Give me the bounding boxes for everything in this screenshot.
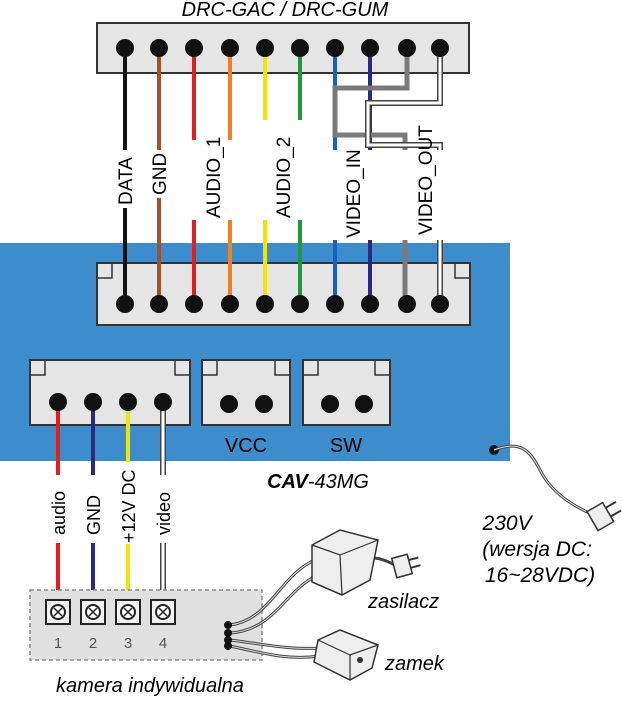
camera-connector-block [29, 359, 191, 426]
vcc-notch [202, 360, 290, 376]
terminal-number: 2 [89, 635, 97, 652]
vcc-pin-2 [255, 395, 273, 413]
supply-plug-icon [390, 553, 421, 579]
camera-wire-labels: audio GND +12V DC video [49, 469, 174, 543]
camera-label: kamera indywidualna [56, 675, 244, 696]
lock-icon [313, 629, 379, 681]
vcc-label: VCC [225, 435, 267, 457]
power-supply-icon [311, 529, 379, 596]
panel-connector-block [96, 262, 471, 326]
camera-pin-2 [84, 393, 102, 411]
panel-pin-10 [431, 295, 449, 313]
top-connector-title: DRC-GAC / DRC-GUM [182, 0, 389, 21]
lock-label: zamek [384, 653, 445, 675]
voltage-line-3: 16~28VDC) [485, 564, 595, 587]
cam-label-audio: audio [49, 491, 69, 535]
camera-pin-1 [49, 393, 67, 411]
panel-pin-1 [116, 295, 134, 313]
vcc-connector [201, 359, 291, 426]
label-audio2: AUDIO_2 [274, 137, 295, 218]
screw-cross [53, 607, 63, 617]
top-pin-8 [361, 39, 379, 57]
top-pins [116, 39, 449, 57]
cable-dot-4 [224, 642, 232, 650]
model-suffix: -43MG [308, 471, 369, 493]
label-video-out: VIDEO_OUT [416, 125, 437, 235]
label-gnd: GND [150, 153, 171, 195]
camera-connector-notch [30, 360, 190, 376]
top-pin-6 [291, 39, 309, 57]
label-video-in: VIDEO_IN [344, 149, 365, 238]
panel-pin-8 [361, 295, 379, 313]
label-data: DATA [116, 157, 137, 205]
top-pin-1 [116, 39, 134, 57]
sw-notch [303, 360, 390, 376]
screw-cross [123, 607, 133, 617]
camera-wire-gaps [46, 462, 175, 544]
voltage-line-2: (wersja DC: [482, 538, 592, 561]
top-pin-3 [185, 39, 203, 57]
terminal-number: 1 [54, 635, 62, 652]
power-plug-icon [586, 500, 622, 532]
top-pin-9 [398, 39, 416, 57]
model-prefix: CAV [267, 471, 309, 493]
panel-connector-notch [97, 263, 470, 279]
wire-label-gaps [112, 120, 454, 240]
label-audio1: AUDIO_1 [204, 137, 225, 218]
terminal-number: 4 [159, 635, 167, 652]
camera-pin-4 [154, 393, 172, 411]
screw-cross [158, 607, 168, 617]
top-pin-5 [256, 39, 274, 57]
sw-label: SW [330, 435, 362, 457]
terminal-number: 3 [124, 635, 132, 652]
vcc-pin-1 [220, 395, 238, 413]
power-cable-inner [493, 445, 595, 516]
top-pin-7 [326, 39, 344, 57]
sw-pin-1 [321, 395, 339, 413]
panel-pin-7 [326, 295, 344, 313]
model-label: CAV-43MG [267, 471, 369, 493]
terminal-screws: 1 2 3 4 [45, 599, 176, 652]
cam-label-gnd: GND [84, 495, 104, 535]
sw-pin-2 [355, 395, 373, 413]
top-pin-4 [221, 39, 239, 57]
panel-pin-6 [291, 295, 309, 313]
cam-label-12v: +12V DC [119, 469, 139, 543]
sw-connector [302, 359, 391, 426]
panel-pin-2 [150, 295, 168, 313]
wire-labels: DATA GND AUDIO_1 AUDIO_2 VIDEO_IN VIDEO_… [116, 125, 437, 238]
panel-pin-5 [256, 295, 274, 313]
panel-pin-3 [185, 295, 203, 313]
cam-label-video: video [154, 492, 174, 535]
top-pin-2 [150, 39, 168, 57]
top-pin-10 [431, 39, 449, 57]
voltage-line-1: 230V [482, 512, 534, 535]
camera-pin-3 [119, 393, 137, 411]
voltage-note: 230V (wersja DC: 16~28VDC) [482, 512, 598, 587]
cable-dot-1 [224, 621, 232, 629]
panel-pin-9 [398, 295, 416, 313]
cable-dot-2 [224, 629, 232, 637]
panel-pin-4 [221, 295, 239, 313]
cable-dot-3 [224, 636, 232, 644]
power-supply-label: zasilacz [367, 591, 439, 613]
screw-cross [88, 607, 98, 617]
panel-pins [116, 295, 449, 313]
